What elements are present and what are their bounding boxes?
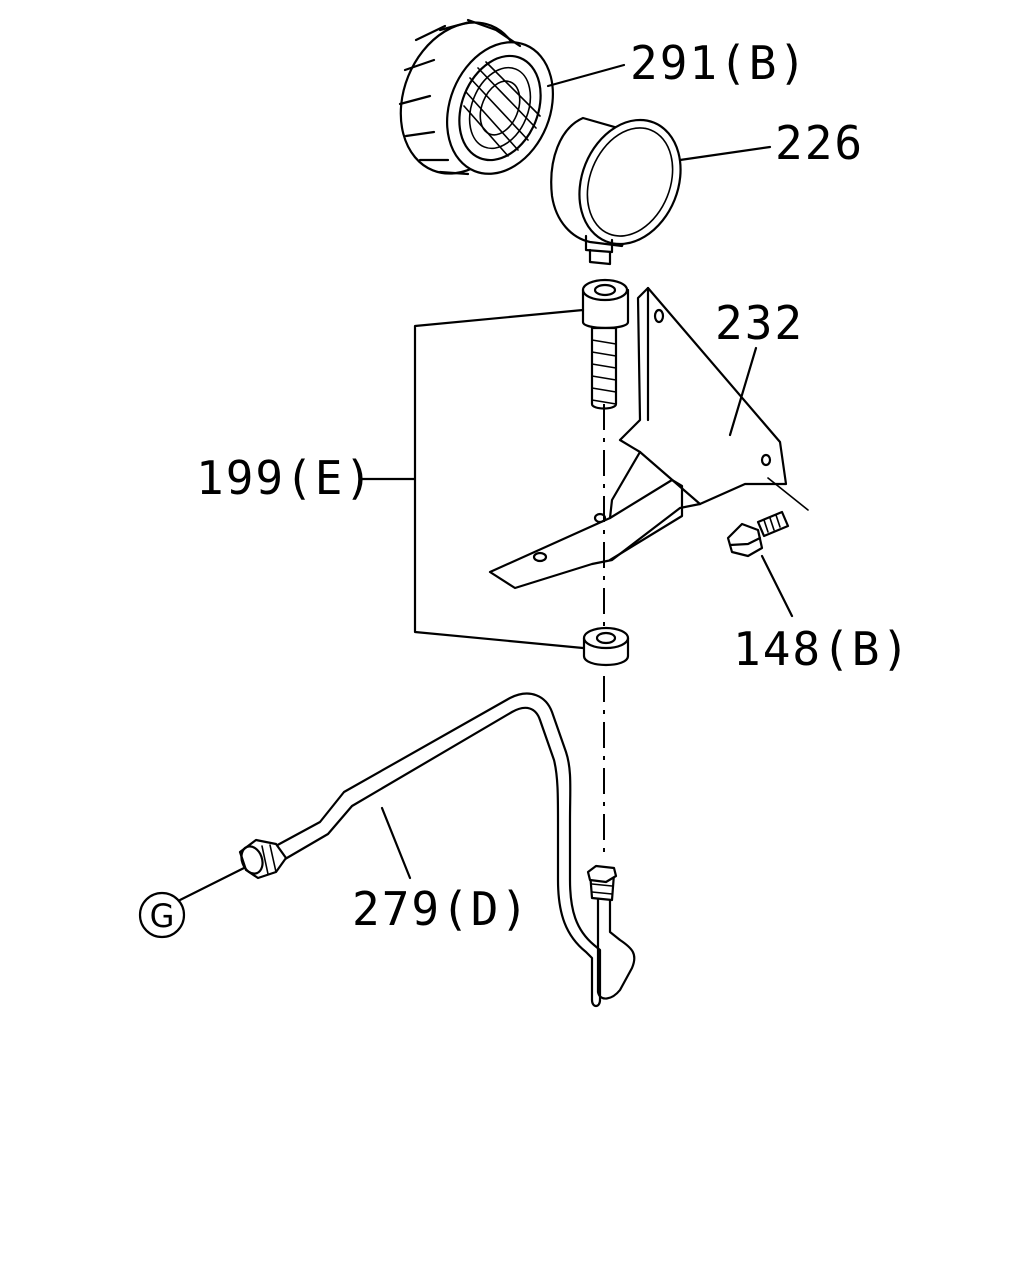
leader-226: [678, 145, 772, 162]
part-279-pipe: [238, 692, 636, 1008]
part-232-bracket: [488, 286, 788, 590]
part-148-bolt: [726, 510, 790, 558]
part-291-bezel-ring: [398, 18, 554, 176]
callout-148: 148(B): [733, 622, 912, 676]
leader-148: [760, 554, 794, 618]
callout-279: 279(D): [352, 882, 531, 936]
leader-279: [380, 806, 412, 880]
callout-199: 199(E): [196, 451, 375, 505]
leader-g: [178, 866, 246, 902]
part-199-fitting: [581, 278, 630, 410]
bolt-axis-148: [767, 477, 809, 511]
leader-291: [546, 63, 626, 88]
callout-226: 226: [775, 116, 865, 170]
reference-g-label: G: [149, 897, 175, 935]
bracket-199: [358, 308, 585, 650]
reference-g-circle: [138, 891, 186, 939]
leader-232: [728, 346, 758, 437]
callout-291: 291(B): [630, 36, 809, 90]
part-199-nut: [582, 626, 630, 666]
part-226-gauge: [550, 116, 682, 266]
callout-232: 232: [715, 296, 805, 350]
